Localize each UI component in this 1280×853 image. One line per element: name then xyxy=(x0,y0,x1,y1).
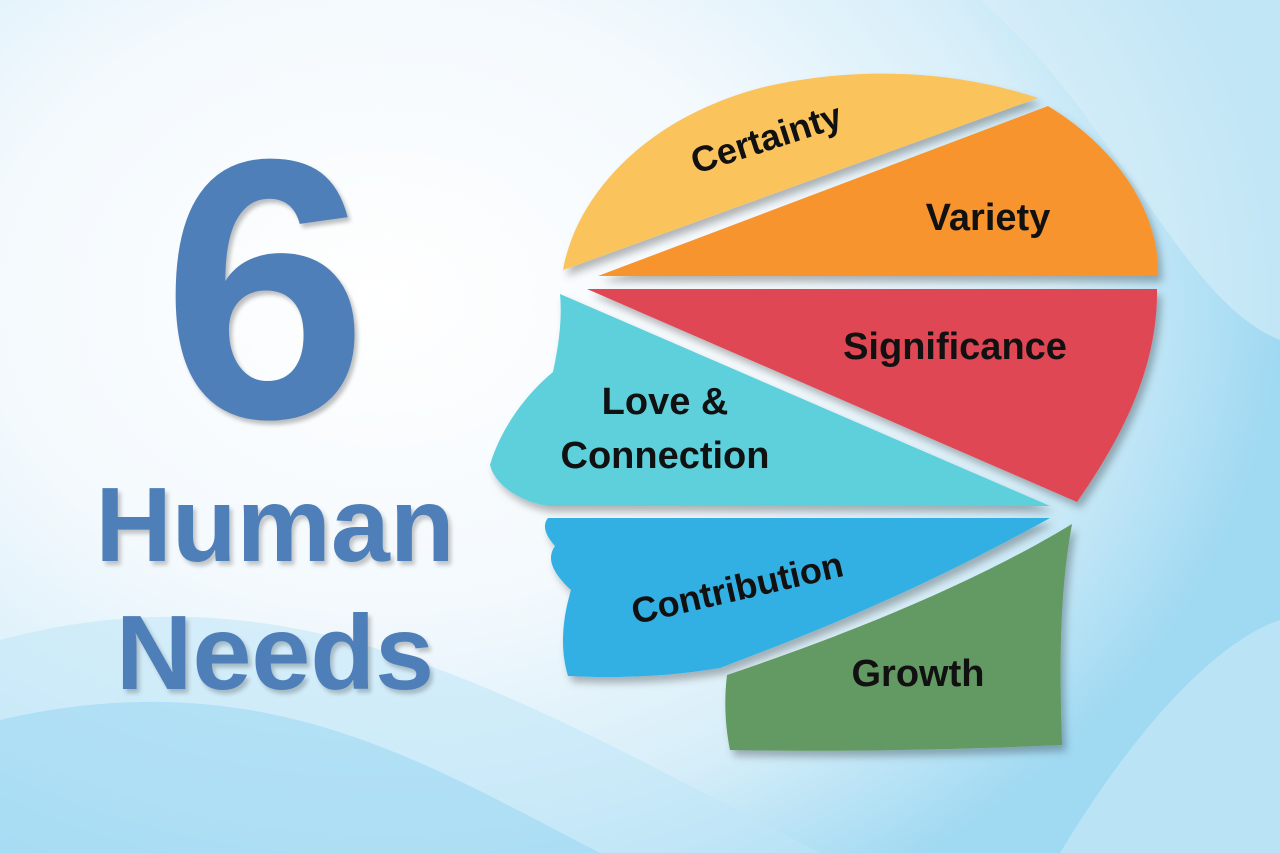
segment-love-connection xyxy=(490,294,1050,506)
segment-significance xyxy=(587,289,1158,502)
label-growth: Growth xyxy=(852,653,985,695)
segment-variety xyxy=(598,106,1159,276)
title-needs: Needs xyxy=(115,594,435,712)
segment-contribution xyxy=(544,518,1050,678)
label-variety: Variety xyxy=(926,197,1051,239)
segment-growth xyxy=(725,524,1072,751)
segment-certainty xyxy=(563,73,1038,270)
title-six: 6 xyxy=(162,83,368,496)
title-human: Human xyxy=(95,466,455,584)
label-significance: Significance xyxy=(843,326,1067,368)
label-love: Love & xyxy=(602,381,729,423)
label-connection: Connection xyxy=(561,435,770,477)
